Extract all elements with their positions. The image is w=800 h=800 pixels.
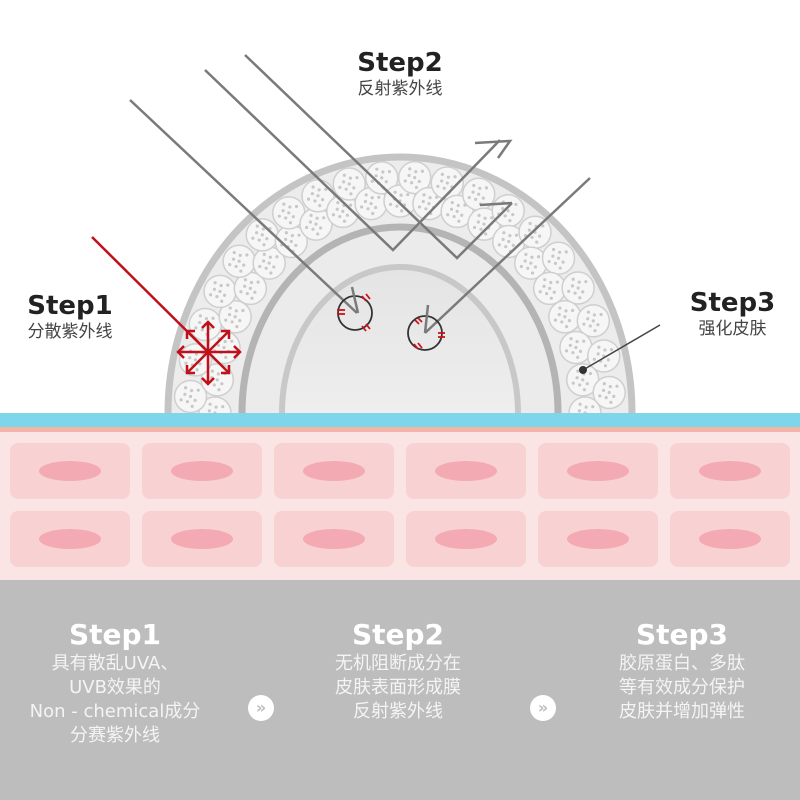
desc-line: 等有效成分保护 bbox=[619, 677, 745, 698]
particle bbox=[532, 271, 567, 306]
desc-line: 皮肤表面形成膜 bbox=[335, 677, 461, 698]
desc-line: 胶原蛋白、多肽 bbox=[619, 653, 745, 674]
desc-line: UVB效果的 bbox=[69, 677, 161, 698]
skin-cell bbox=[670, 511, 790, 567]
particle bbox=[559, 330, 593, 365]
step2-title: Step2 bbox=[357, 48, 443, 78]
particle bbox=[568, 396, 602, 413]
next-arrow-icon: » bbox=[530, 695, 556, 721]
step2-heading: Step2 bbox=[351, 618, 445, 651]
particle bbox=[576, 304, 611, 338]
step1-description: Step1 具有散乱UVA、 UVB效果的 Non - chemical成分 分… bbox=[0, 618, 245, 748]
particle bbox=[252, 246, 286, 280]
uv-rays bbox=[129, 54, 591, 351]
step2-subtitle: 反射紫外线 bbox=[357, 79, 443, 99]
particle bbox=[541, 241, 576, 275]
cell-nucleus bbox=[567, 529, 629, 549]
step3-description: Step3 胶原蛋白、多肽 等有效成分保护 皮肤并增加弹性 bbox=[552, 618, 800, 724]
desc-line: 皮肤并增加弹性 bbox=[619, 701, 745, 722]
cell-nucleus bbox=[435, 529, 497, 549]
sunscreen-diagram bbox=[0, 54, 800, 580]
film-layer bbox=[0, 413, 800, 427]
skin-cell bbox=[406, 511, 526, 567]
particle bbox=[587, 339, 621, 373]
skin-cell bbox=[274, 511, 394, 567]
particle bbox=[299, 207, 333, 241]
desc-line: 分赛紫外线 bbox=[70, 725, 160, 746]
ray-reflected-1 bbox=[204, 69, 501, 252]
cell-nucleus bbox=[567, 461, 629, 481]
skin-cell bbox=[538, 443, 658, 499]
particle bbox=[178, 343, 213, 377]
particle bbox=[198, 396, 232, 413]
particle bbox=[173, 379, 208, 413]
scatter-icon bbox=[91, 236, 242, 386]
desc-line: 具有散乱UVA、 bbox=[51, 653, 179, 674]
protective-dome bbox=[164, 153, 636, 413]
particle bbox=[518, 215, 552, 249]
ray-absorbed-2 bbox=[424, 177, 591, 334]
step3-title: Step3 bbox=[689, 288, 776, 318]
absorption-marks bbox=[337, 293, 445, 350]
skin-cell bbox=[10, 443, 130, 499]
step3-subtitle: 强化皮肤 bbox=[698, 319, 767, 339]
cell-nucleus bbox=[171, 529, 233, 549]
skin-cell bbox=[274, 443, 394, 499]
skin-cell bbox=[406, 443, 526, 499]
ray-reflected-2 bbox=[244, 54, 513, 260]
step1-subtitle: 分散紫外线 bbox=[27, 322, 113, 342]
skin-surface bbox=[0, 427, 800, 432]
particle bbox=[301, 178, 335, 213]
particle bbox=[245, 218, 280, 252]
cell-nucleus bbox=[435, 461, 497, 481]
particle bbox=[274, 224, 309, 259]
step3-heading: Step3 bbox=[635, 618, 729, 651]
step1-title: Step1 bbox=[27, 291, 113, 321]
desc-line: Non - chemical成分 bbox=[29, 701, 201, 722]
step1-label: Step1 分散紫外线 bbox=[0, 291, 140, 343]
step1-heading: Step1 bbox=[68, 618, 162, 651]
cell-nucleus bbox=[303, 461, 365, 481]
particle bbox=[491, 193, 525, 228]
cell-nucleus bbox=[39, 461, 101, 481]
skin-cell bbox=[10, 511, 130, 567]
step2-description: Step2 无机阻断成分在 皮肤表面形成膜 反射紫外线 bbox=[268, 618, 528, 724]
step2-label: Step2 反射紫外线 bbox=[320, 48, 480, 100]
particle bbox=[364, 161, 399, 195]
step3-pointer bbox=[579, 324, 661, 374]
skin-layer bbox=[0, 432, 800, 580]
particle bbox=[548, 300, 582, 334]
ray-absorbed-1 bbox=[129, 99, 358, 314]
steps-panel: Step1 具有散乱UVA、 UVB效果的 Non - chemical成分 分… bbox=[0, 580, 800, 800]
cell-nucleus bbox=[699, 529, 761, 549]
particle-layer bbox=[173, 160, 626, 413]
skin-cell bbox=[538, 511, 658, 567]
particle bbox=[272, 196, 306, 230]
particle bbox=[332, 167, 366, 201]
cell-nucleus bbox=[699, 461, 761, 481]
cell-nucleus bbox=[39, 529, 101, 549]
step3-label: Step3 强化皮肤 bbox=[665, 288, 800, 340]
cell-nucleus bbox=[303, 529, 365, 549]
particle bbox=[592, 375, 626, 410]
skin-cell bbox=[142, 443, 262, 499]
particle bbox=[430, 166, 465, 200]
particle bbox=[397, 160, 432, 195]
particle bbox=[561, 271, 595, 305]
skin-cell bbox=[142, 511, 262, 567]
particle bbox=[222, 244, 256, 279]
particle bbox=[218, 300, 252, 334]
next-arrow-icon: » bbox=[248, 695, 274, 721]
desc-line: 无机阻断成分在 bbox=[335, 653, 461, 674]
skin-cell bbox=[670, 443, 790, 499]
desc-line: 反射紫外线 bbox=[353, 701, 443, 722]
cell-nucleus bbox=[171, 461, 233, 481]
skin-cells bbox=[10, 443, 790, 567]
particle bbox=[203, 274, 237, 309]
